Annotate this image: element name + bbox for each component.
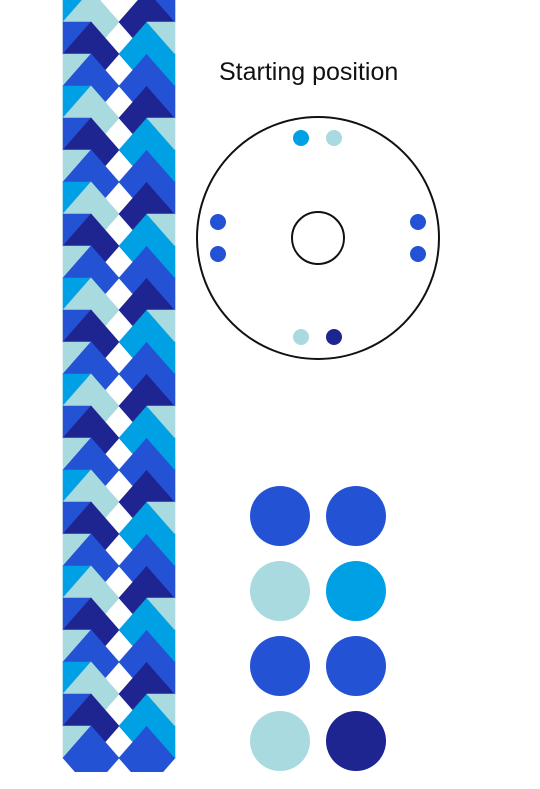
braid-cell-right — [146, 181, 176, 215]
braid-cell-right — [146, 85, 176, 119]
disk-dot-left-lower — [210, 246, 226, 262]
braid-edge-lobe — [175, 598, 185, 662]
braid-edge-lobe — [53, 758, 63, 789]
braid-cell-right — [146, 277, 176, 311]
legend-thread-r3-c2 — [326, 636, 386, 696]
braid-edge-lobe — [175, 86, 185, 150]
braid-edge-lobe — [53, 726, 63, 789]
braid-edge-lobe — [175, 374, 185, 438]
braid-edge-lobe — [53, 406, 63, 470]
braid-cell-right — [155, 0, 176, 23]
braid-edge-lobe — [53, 182, 63, 246]
braid-edge-lobe — [175, 278, 185, 342]
legend-thread-r4-c2 — [326, 711, 386, 771]
braid-cell-right — [146, 405, 176, 439]
braid-cell-right — [146, 245, 176, 279]
braid-edge-lobe — [53, 342, 63, 406]
disk-dot-top-left — [293, 130, 309, 146]
disk-center-hole — [291, 211, 345, 265]
braid-edge-lobe — [53, 470, 63, 534]
braid-edge-lobe — [53, 22, 63, 86]
braid-edge-lobe — [53, 534, 63, 598]
braid-edge-lobe — [53, 438, 63, 502]
legend-thread-r4-c1 — [250, 711, 310, 771]
disk-dot-bottom-right — [326, 329, 342, 345]
braid-edge-lobe — [175, 470, 185, 534]
braid-cell-right — [146, 309, 176, 343]
braid-edge-lobe — [175, 22, 185, 86]
braid-edge-lobe — [53, 118, 63, 182]
braid-edge-lobe — [175, 0, 185, 54]
braid-cell-right — [146, 373, 176, 407]
braid-edge-lobe — [53, 86, 63, 150]
legend-thread-r3-c1 — [250, 636, 310, 696]
braid-edge-lobe — [175, 150, 185, 214]
legend-thread-r1-c1 — [250, 486, 310, 546]
braid-edge-lobe — [53, 0, 63, 54]
braid-edge-lobe — [175, 694, 185, 758]
disk-dot-right-lower — [410, 246, 426, 262]
disk-dot-right-upper — [410, 214, 426, 230]
braid-cell-right — [146, 661, 176, 695]
braid-edge-lobe — [175, 342, 185, 406]
braid-edge-lobe — [53, 566, 63, 630]
braid-edge-lobe — [53, 374, 63, 438]
braid-edge-lobe — [175, 246, 185, 310]
braid-cell-right — [146, 213, 176, 247]
braid-cell-right — [146, 117, 176, 151]
braid-edge-lobe — [53, 246, 63, 310]
braid-edge-lobe — [53, 54, 63, 118]
braid-edge-lobe — [53, 310, 63, 374]
braid-cell-right — [146, 725, 176, 759]
braid-edge-lobe — [53, 278, 63, 342]
braid-edge-lobe — [53, 694, 63, 758]
braid-cell-right — [146, 565, 176, 599]
braid-cell-right — [146, 53, 176, 87]
braid-edge-lobe — [53, 0, 63, 22]
braid-edge-lobe — [175, 534, 185, 598]
disk-dot-left-upper — [210, 214, 226, 230]
braid-cell-right — [146, 149, 176, 183]
braid-cell-right — [146, 341, 176, 375]
braid-cell-right — [146, 437, 176, 471]
disk-outer-ring — [196, 116, 440, 360]
braid-edge-lobe — [53, 214, 63, 278]
legend-thread-r2-c2 — [326, 561, 386, 621]
braid-edge-lobe — [175, 438, 185, 502]
braid-cell-right — [146, 533, 176, 567]
braid-edge-lobe — [175, 406, 185, 470]
braid-edge-lobe — [175, 566, 185, 630]
legend-thread-r1-c2 — [326, 486, 386, 546]
braid-strip — [53, 0, 185, 789]
braid-cell-right — [146, 21, 176, 55]
braid-edge-lobe — [175, 0, 185, 22]
braid-edge-lobe — [175, 630, 185, 694]
kumihimo-disk — [196, 116, 440, 360]
braid-edge-lobe — [175, 662, 185, 726]
braid-edge-lobe — [53, 662, 63, 726]
braid-edge-lobe — [175, 182, 185, 246]
braid-edge-lobe — [175, 502, 185, 566]
braid-cell-right — [146, 629, 176, 663]
braid-edge-lobe — [175, 726, 185, 789]
braid-cell-right — [146, 469, 176, 503]
braid-edge-lobe — [175, 118, 185, 182]
braid-edge-lobe — [175, 214, 185, 278]
braid-cell-right — [146, 501, 176, 535]
braid-cell-right — [146, 693, 176, 727]
braid-cell-right — [146, 597, 176, 631]
diagram-title: Starting position — [219, 58, 398, 86]
thread-legend-grid — [250, 486, 386, 771]
braid-edge-lobe — [175, 310, 185, 374]
braid-edge-lobe — [175, 758, 185, 789]
disk-dot-top-right — [326, 130, 342, 146]
braid-edge-lobe — [53, 150, 63, 214]
braid-edge-lobe — [53, 598, 63, 662]
legend-thread-r2-c1 — [250, 561, 310, 621]
braid-edge-lobe — [175, 54, 185, 118]
braid-edge-lobe — [53, 630, 63, 694]
disk-dot-bottom-left — [293, 329, 309, 345]
braid-edge-lobe — [53, 502, 63, 566]
